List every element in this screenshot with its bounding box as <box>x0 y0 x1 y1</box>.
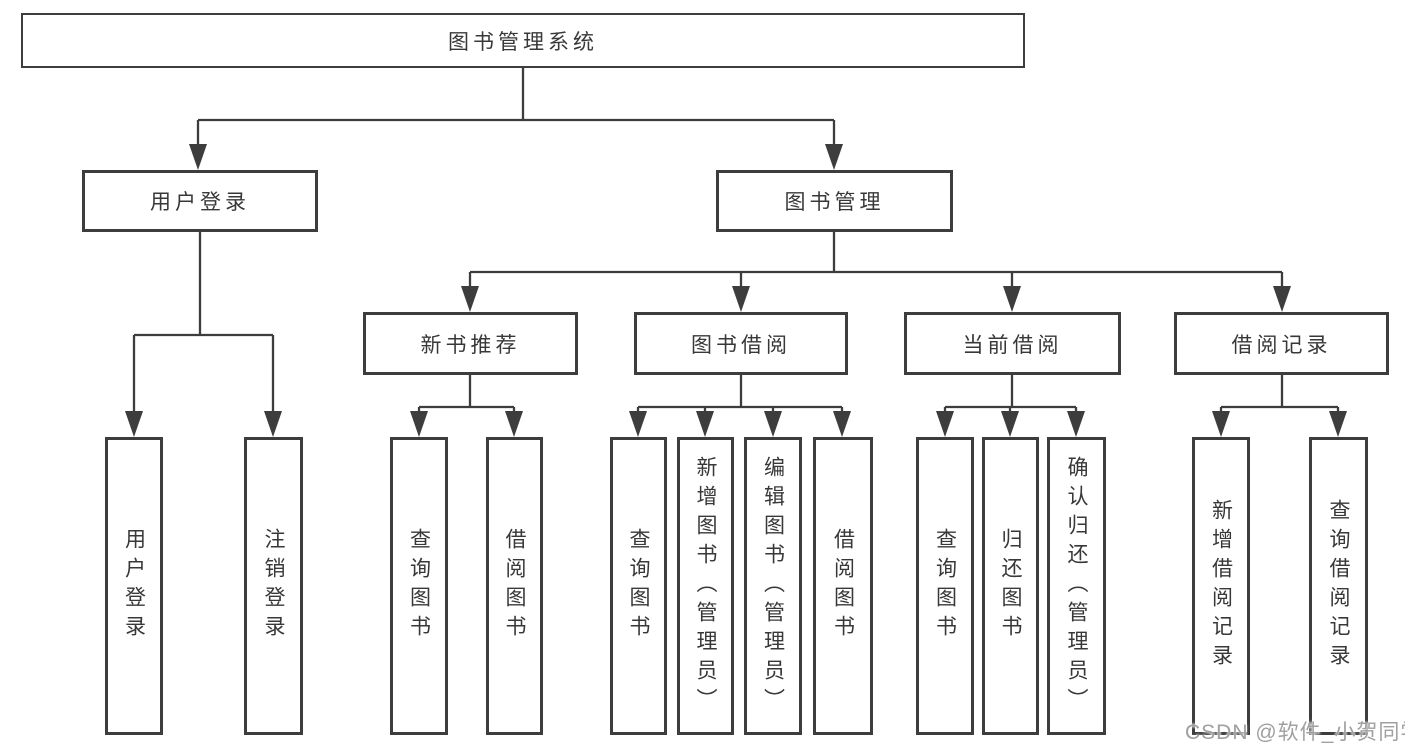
node-current-borrow: 当前借阅 <box>904 312 1121 375</box>
connector-borrow-records-children <box>1212 375 1347 437</box>
node-book-borrow: 图书借阅 <box>634 312 848 375</box>
node-library-system-label: 图书管理系统 <box>448 30 598 54</box>
connector-book-borrow-children <box>629 375 851 437</box>
leaf-query-books-2: 查询图书 <box>610 437 667 735</box>
node-current-borrow-label: 当前借阅 <box>962 333 1063 357</box>
leaf-borrow-books-2: 借阅图书 <box>813 437 873 735</box>
leaf-borrow-books-1: 借阅图书 <box>486 437 543 735</box>
node-borrow-records-label: 借阅记录 <box>1231 333 1332 357</box>
connector-book-management-children <box>461 232 1291 312</box>
leaf-add-borrow-record: 新增借阅记录 <box>1192 437 1250 735</box>
node-book-management-label: 图书管理 <box>784 191 885 214</box>
leaf-query-books-3: 查询图书 <box>916 437 974 735</box>
node-new-book-recommend-label: 新书推荐 <box>420 333 521 357</box>
watermark: CSDN @软件_小贺同学 <box>1185 721 1405 744</box>
node-borrow-records: 借阅记录 <box>1174 312 1389 375</box>
node-new-book-recommend: 新书推荐 <box>363 312 578 375</box>
leaf-logout: 注销登录 <box>244 437 303 735</box>
node-user-login: 用户登录 <box>82 170 318 232</box>
leaf-user-login: 用户登录 <box>105 437 163 735</box>
leaf-return-book: 归还图书 <box>982 437 1039 735</box>
node-book-management: 图书管理 <box>716 170 953 232</box>
connector-root-to-level2 <box>189 68 843 170</box>
node-user-login-label: 用户登录 <box>150 191 250 214</box>
connector-user-login-children <box>125 232 282 437</box>
leaf-edit-book-admin: 编辑图书（管理员） <box>744 437 802 735</box>
leaf-add-book-admin: 新增图书（管理员） <box>677 437 734 735</box>
node-book-borrow-label: 图书借阅 <box>691 333 791 357</box>
leaf-confirm-return-admin: 确认归还（管理员） <box>1047 437 1106 735</box>
node-library-system: 图书管理系统 <box>21 13 1025 68</box>
leaf-query-borrow-record: 查询借阅记录 <box>1309 437 1368 735</box>
connector-new-book-recommend-children <box>410 375 523 437</box>
leaf-query-books-1: 查询图书 <box>390 437 448 735</box>
connector-current-borrow-children <box>936 375 1085 437</box>
